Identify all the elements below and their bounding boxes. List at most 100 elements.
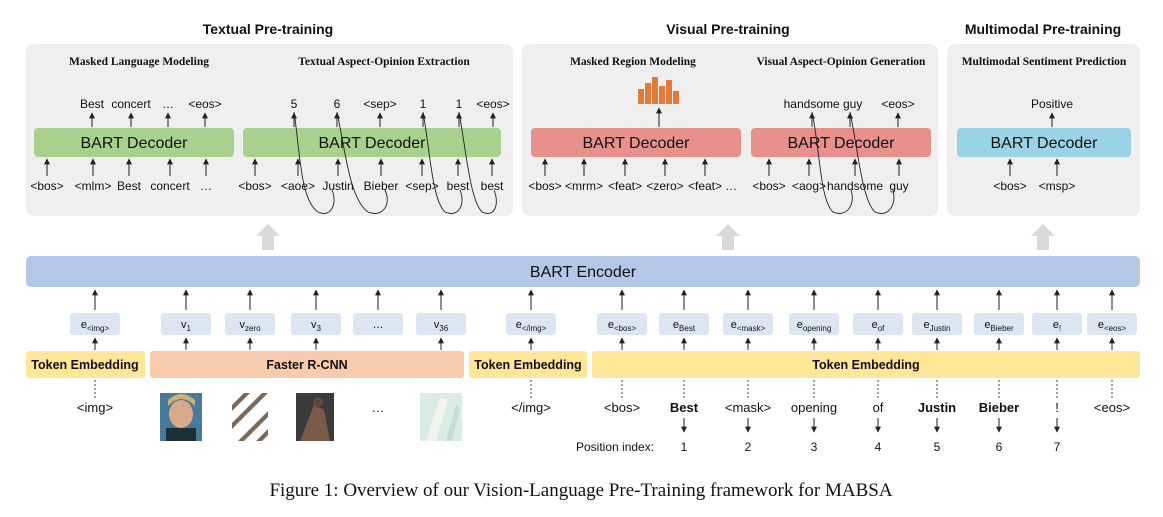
input-text-token: Best (670, 400, 699, 415)
embedding-text-token: e<mask> (723, 313, 773, 335)
embedding-text-token-label: e<mask> (731, 319, 766, 333)
region-image-1 (160, 393, 202, 441)
decoder-msp: BART Decoder (957, 128, 1131, 157)
bart-encoder: BART Encoder (26, 256, 1140, 287)
embedding-img-end-label: e</img> (516, 319, 547, 333)
aoe-input-token: <aoe> (281, 179, 315, 193)
mrm-input-token: <bos> (528, 179, 561, 193)
embedding-region-label: vzero (239, 319, 261, 333)
histogram-icon (638, 77, 679, 104)
token-embedding-label: Token Embedding (31, 358, 138, 372)
aoe-output-token: <eos> (476, 97, 509, 111)
decoder-mlm-label: BART Decoder (80, 135, 188, 152)
embedding-img-start: e<img> (70, 313, 120, 335)
mrm-input-token: <feat> (688, 179, 722, 193)
up-arrow-textual (256, 224, 280, 250)
aoe-inputs: <bos> <aoe> Justin Bieber <sep> best bes… (238, 179, 504, 193)
mlm-input-token: Best (117, 179, 142, 193)
mlm-output-token: … (162, 97, 174, 111)
decoder-aog: BART Decoder (751, 128, 931, 157)
position-index: 3 (811, 440, 818, 454)
aog-input-token: <bos> (752, 179, 785, 193)
aoe-input-token: <bos> (238, 179, 271, 193)
position-index: 7 (1054, 440, 1061, 454)
region-image-3 (296, 393, 334, 441)
input-text-token: <mask> (725, 400, 771, 415)
embedding-region: v36 (416, 313, 466, 335)
input-text-token: Bieber (979, 400, 1019, 415)
mlm-outputs: Best concert … <eos> (80, 97, 222, 111)
embedding-text-token: eBest (659, 313, 709, 335)
decoder-mrm-label: BART Decoder (582, 135, 690, 152)
input-text-token: ! (1055, 400, 1059, 415)
embedding-text-token-label: eBieber (984, 319, 1014, 333)
mrm-input-token: <zero> (646, 179, 683, 193)
position-index-label: Position index: (576, 440, 654, 454)
decoder-mrm: BART Decoder (531, 128, 741, 157)
aog-outputs: handsome guy <eos> (784, 97, 915, 111)
mlm-inputs: <bos> <mlm> Best concert … (30, 179, 212, 193)
embedding-region-label: v36 (434, 319, 449, 333)
subtitle-msp: Multimodal Sentiment Prediction (962, 56, 1127, 68)
embedding-region: v1 (161, 313, 211, 335)
mlm-output-token: Best (80, 97, 105, 111)
decoder-arrows (44, 107, 1060, 176)
img-open-token: <img> (77, 400, 113, 415)
region-ellipsis: … (372, 400, 385, 415)
section-title-multimodal: Multimodal Pre-training (965, 21, 1121, 37)
embedding-text-token: eBieber (974, 313, 1024, 335)
mrm-input-token: <mrm> (565, 179, 603, 193)
up-arrow-visual (716, 224, 740, 250)
mrm-inputs: <bos> <mrm> <feat> <zero> <feat> … (528, 179, 737, 193)
aoe-input-token: <sep> (405, 179, 438, 193)
img-close-token: </img> (511, 400, 551, 415)
msp-output-token: Positive (1031, 97, 1073, 111)
encoder-label: BART Encoder (530, 264, 637, 281)
embedding-text-token: e! (1032, 313, 1082, 335)
aoe-output-token: 1 (456, 97, 463, 111)
embedding-text-token: eJustin (912, 313, 962, 335)
embedding-text-token: e<bos> (597, 313, 647, 335)
embedding-text-token-label: eopening (797, 319, 832, 333)
decoder-aoe-label: BART Decoder (318, 135, 426, 152)
aoe-output-token: <sep> (363, 97, 396, 111)
pointer-curves (293, 111, 895, 214)
aoe-outputs: 5 6 <sep> 1 1 <eos> (291, 97, 510, 111)
aog-output-token: handsome guy (784, 97, 863, 111)
up-arrow-multimodal (1031, 224, 1055, 250)
section-title-visual: Visual Pre-training (666, 21, 789, 37)
aog-input-token: guy (889, 179, 908, 193)
embedding-text-token-label: e! (1053, 319, 1061, 333)
region-image-2 (232, 393, 268, 441)
faster-rcnn-label: Faster R-CNN (266, 358, 347, 372)
figure-caption: Figure 1: Overview of our Vision-Languag… (269, 480, 892, 501)
embedding-text-token-label: e<bos> (608, 319, 637, 333)
mlm-input-token: <bos> (30, 179, 63, 193)
aoe-input-token: best (447, 179, 470, 193)
embedding-img-start-label: e<img> (81, 319, 110, 333)
aoe-output-token: 6 (334, 97, 341, 111)
subtitle-mrm: Masked Region Modeling (570, 56, 696, 68)
position-index: 2 (745, 440, 752, 454)
embedding-region-label: … (373, 319, 384, 331)
mlm-output-token: concert (111, 97, 151, 111)
subtitle-aoe: Textual Aspect-Opinion Extraction (298, 56, 470, 68)
msp-input-token: <msp> (1039, 179, 1076, 193)
embedding-region-label: v3 (311, 319, 322, 333)
decoder-msp-label: BART Decoder (990, 135, 1098, 152)
region-image-36 (420, 393, 462, 441)
embedding-text-token: e<eos> (1087, 313, 1137, 335)
input-text-token: of (873, 400, 884, 415)
token-embedding-box-text: Token Embedding (592, 351, 1140, 378)
faster-rcnn-box: Faster R-CNN (150, 351, 464, 378)
subtitle-mlm: Masked Language Modeling (69, 56, 209, 68)
decoder-aoe: BART Decoder (243, 128, 501, 157)
section-title-textual: Textual Pre-training (203, 21, 333, 37)
embedding-region: vzero (225, 313, 275, 335)
embedding-region-label: v1 (181, 319, 192, 333)
mlm-input-token: concert (150, 179, 190, 193)
msp-inputs: <bos> <msp> (993, 179, 1075, 193)
